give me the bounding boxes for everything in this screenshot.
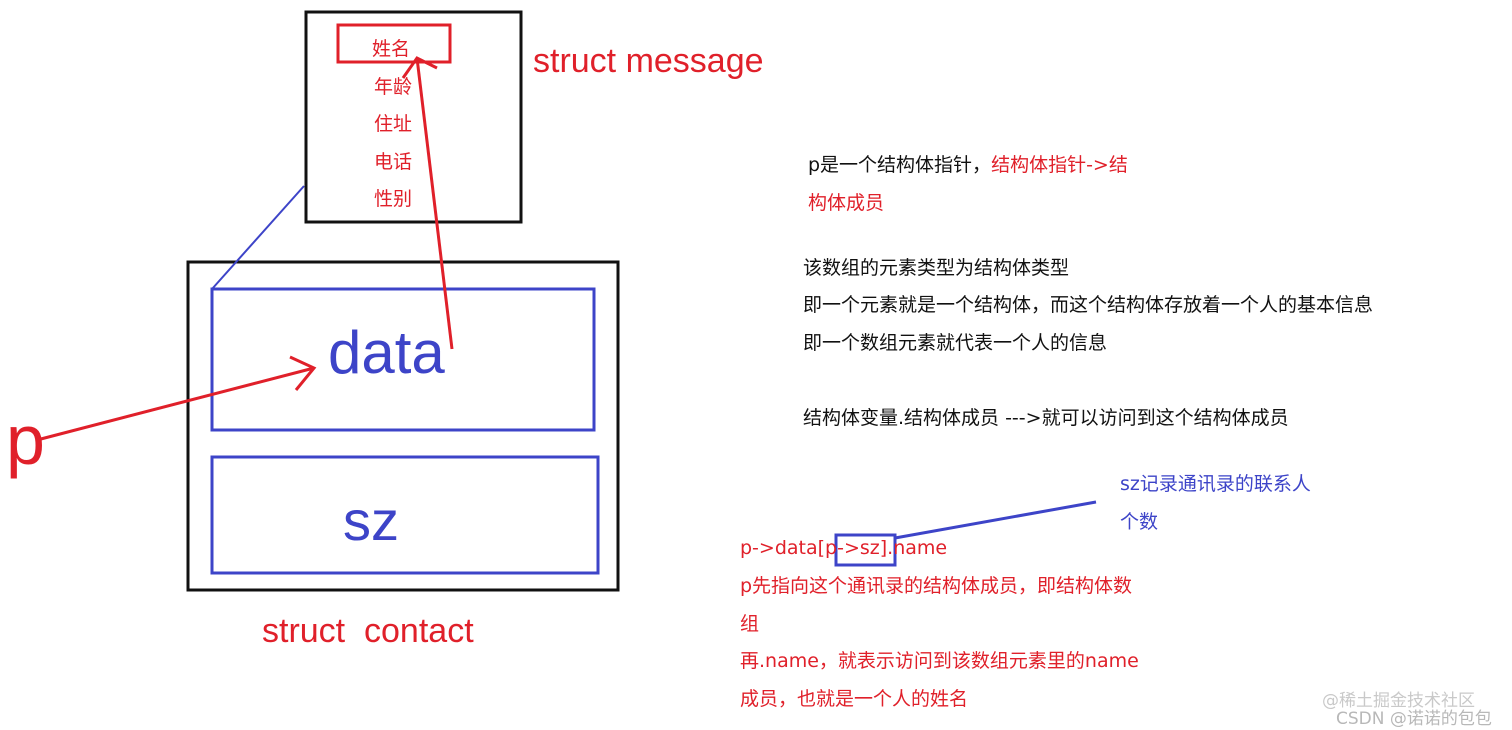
field-gender: 性别 xyxy=(374,188,413,210)
arrowhead-icon xyxy=(289,355,317,391)
arrowhead-icon xyxy=(401,56,438,79)
field-phone: 电话 xyxy=(374,151,413,173)
array-note-line1: 该数组的元素类型为结构体类型 xyxy=(803,257,1070,279)
explain-line2: 组 xyxy=(740,613,760,635)
watermark-csdn: CSDN @诺诺的包包 xyxy=(1336,709,1492,729)
data-member-box xyxy=(210,287,596,432)
sz-member-label: sz xyxy=(343,489,399,552)
watermark-juejin: @稀土掘金技术社区 xyxy=(1322,691,1475,711)
struct-contact-box xyxy=(186,260,620,592)
array-note-line2: 即一个元素就是一个结构体，而这个结构体存放着一个人的基本信息 xyxy=(803,294,1374,316)
sz-note-line1: sz记录通讯录的联系人 xyxy=(1120,473,1311,495)
access-note: 结构体变量.结构体成员 --->就可以访问到这个结构体成员 xyxy=(803,407,1289,429)
sz-member-box xyxy=(210,455,600,575)
struct-contact-label: struct contact xyxy=(262,612,474,650)
sz-expression-highlight xyxy=(834,533,897,567)
struct-message-label: struct message xyxy=(533,42,764,80)
field-address: 住址 xyxy=(374,113,413,135)
explain-line3: 再.name，就表示访问到该数组元素里的name xyxy=(740,650,1139,672)
struct-message-box xyxy=(304,10,523,224)
array-note-line3: 即一个数组元素就代表一个人的信息 xyxy=(803,332,1108,354)
data-member-label: data xyxy=(328,319,445,386)
boxed-sz-expression: p->sz xyxy=(825,537,880,559)
explain-line4: 成员，也就是一个人的姓名 xyxy=(740,688,969,710)
pointer-label: p xyxy=(6,401,45,479)
sz-note-line2: 个数 xyxy=(1120,511,1159,533)
access-expression: p->data[p->sz].name xyxy=(740,537,948,559)
pointer-note-line1: p是一个结构体指针，结构体指针->结 xyxy=(808,154,1128,176)
name-field-highlight xyxy=(336,23,452,64)
field-name: 姓名 xyxy=(372,38,411,60)
pointer-note-line2: 构体成员 xyxy=(808,192,885,214)
sz-note-connector xyxy=(894,500,1097,540)
explain-line1: p先指向这个通讯录的结构体成员，即结构体数 xyxy=(740,575,1133,597)
data-to-message-connector xyxy=(211,185,305,290)
field-age: 年龄 xyxy=(374,76,413,98)
